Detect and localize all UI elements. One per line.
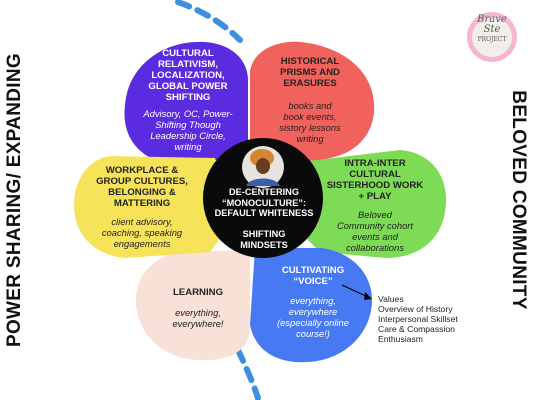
petal-cultivating-text: CULTIVATING “VOICE” everything, everywhe… <box>258 265 368 339</box>
petal-body: client advisory, coaching, speaking enga… <box>101 216 183 249</box>
petal-body: Beloved Community cohort events and coll… <box>336 209 414 253</box>
petal-body: Advisory, OC, Power- Shifting Though Lea… <box>143 108 233 152</box>
petal-cultivating <box>250 248 372 363</box>
note-item: Values <box>378 294 404 304</box>
petal-workplace <box>74 156 232 258</box>
petal-historical-text: HISTORICAL PRISMS AND ERASURES books and… <box>258 56 362 144</box>
petal-historical <box>250 41 375 168</box>
petal-learning-text: LEARNING everything, everywhere! <box>150 287 246 329</box>
petal-title: LEARNING <box>172 287 224 298</box>
brand-logo-text: Brave Ste PROJECT <box>468 15 516 45</box>
center-circle <box>203 138 323 258</box>
petal-title: HISTORICAL PRISMS AND ERASURES <box>280 56 340 89</box>
portrait-face <box>256 158 270 174</box>
note-item: Interpersonal Skillset <box>378 314 458 324</box>
petal-title: INTRA-INTER CULTURAL SISTERHOOD WORK + P… <box>326 158 424 202</box>
petal-workplace-text: WORKPLACE & GROUP CULTURES, BELONGING & … <box>80 165 204 249</box>
center-subtitle: SHIFTING MINDSETS <box>240 229 288 250</box>
brand-logo-inner <box>472 17 512 57</box>
logo-line-1: Brave <box>477 14 507 25</box>
petal-title: WORKPLACE & GROUP CULTURES, BELONGING & … <box>96 165 188 209</box>
petal-body: everything, everywhere (especially onlin… <box>277 295 349 339</box>
dashed-path-bottom <box>235 347 261 400</box>
petal-body: books and book events, sistory lessons w… <box>279 100 341 144</box>
petal-body: everything, everywhere! <box>172 307 224 329</box>
portrait-shoulders <box>246 178 280 186</box>
notes-arrowhead <box>364 292 372 300</box>
petal-title: CULTURAL RELATIVISM, LOCALIZATION, GLOBA… <box>148 48 228 103</box>
note-item: Overview of History <box>378 304 453 314</box>
petal-cultural-text: CULTURAL RELATIVISM, LOCALIZATION, GLOBA… <box>130 48 246 152</box>
logo-line-3: PROJECT <box>477 36 507 43</box>
notes-list: Values Overview of History Interpersonal… <box>378 294 458 344</box>
dashed-path-top <box>175 0 243 43</box>
petal-cultural <box>124 41 248 160</box>
petal-intra-text: INTRA-INTER CULTURAL SISTERHOOD WORK + P… <box>316 158 434 253</box>
center-title: DE-CENTERING “MONOCULTURE”: DEFAULT WHIT… <box>214 187 314 218</box>
note-item: Care & Compassion <box>378 324 455 334</box>
petal-learning <box>136 250 250 361</box>
side-label-right: BELOVED COMMUNITY <box>508 90 529 310</box>
petal-intra <box>298 150 446 258</box>
logo-line-2: Ste <box>483 24 501 35</box>
side-label-left: POWER SHARING/ EXPANDING <box>4 53 25 347</box>
note-item: Enthusiasm <box>378 334 423 344</box>
petal-title: CULTIVATING “VOICE” <box>281 265 345 287</box>
